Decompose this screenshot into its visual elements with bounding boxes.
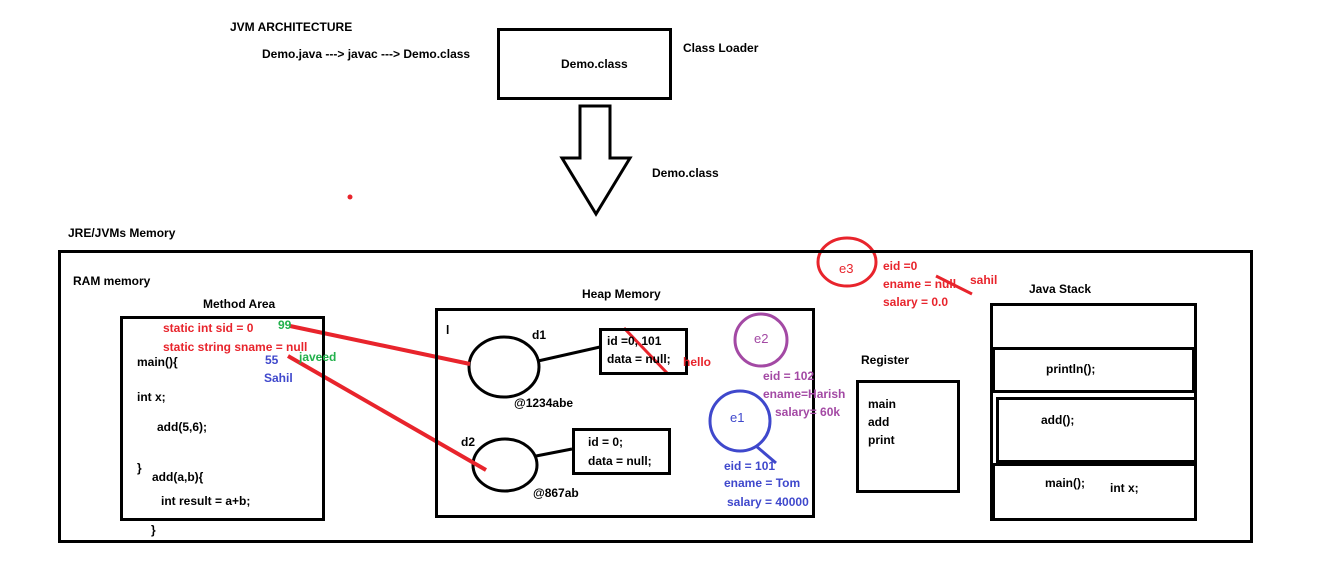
code-line: int result = a+b; <box>161 494 251 508</box>
register-title: Register <box>861 353 910 367</box>
sname-value-55: 55 <box>265 353 279 367</box>
register-item: print <box>868 433 895 447</box>
e1-salary: salary = 40000 <box>727 495 809 509</box>
d1-id-strike <box>622 326 670 376</box>
memory-label: JRE/JVMs Memory <box>68 226 176 240</box>
method-area-title: Method Area <box>203 297 276 311</box>
sid-pointer-line <box>289 324 471 366</box>
static-sname: static string sname = null <box>163 340 308 354</box>
d1-address: @1234abe <box>514 396 574 410</box>
stack-frame-println <box>992 347 1195 393</box>
heap-corner-mark: l <box>446 323 450 337</box>
sname-value-sahil: Sahil <box>264 371 293 385</box>
method-area-box <box>120 316 325 521</box>
class-box <box>497 28 672 100</box>
e3-null-strike <box>935 274 973 296</box>
compile-flow: Demo.java ---> javac ---> Demo.class <box>262 47 471 61</box>
e3-eid: eid =0 <box>883 259 918 273</box>
sname-pointer-line <box>287 354 487 472</box>
e2-eid: eid = 102 <box>763 369 815 383</box>
code-line: add(5,6); <box>157 420 208 434</box>
e3-sahil: sahil <box>970 273 998 287</box>
e3-ename: ename = null <box>883 277 957 291</box>
stack-frame-label: println(); <box>1046 362 1096 376</box>
e2-label: e2 <box>754 331 769 346</box>
d2-address: @867ab <box>533 486 579 500</box>
d1-id: id =0, 101 <box>607 334 661 348</box>
e1-circle <box>708 389 772 453</box>
d1-label: d1 <box>532 328 547 342</box>
register-item: main <box>868 397 897 411</box>
stack-frame-label: main(); <box>1045 476 1085 490</box>
d1-hello: hello <box>683 355 712 369</box>
jvm-memory-box <box>58 250 1253 543</box>
e2-salary: salary= 60k <box>775 405 841 419</box>
e2-circle <box>733 312 789 368</box>
e3-salary: salary = 0.0 <box>883 295 949 309</box>
e1-tail <box>755 444 777 465</box>
d2-reference-ellipse <box>471 437 539 493</box>
register-box <box>856 380 960 493</box>
code-line: } <box>137 461 142 475</box>
e2-ename: ename=Harish <box>763 387 846 401</box>
code-line: main(){ <box>137 355 178 369</box>
down-arrow-icon <box>559 104 633 217</box>
class-loader-label: Class Loader <box>683 41 759 55</box>
d1-object-box <box>599 328 688 375</box>
java-stack-title: Java Stack <box>1029 282 1092 296</box>
ram-label: RAM memory <box>73 274 151 288</box>
d2-label: d2 <box>461 435 476 449</box>
e1-label: e1 <box>730 410 745 425</box>
d2-connector <box>535 447 573 458</box>
stack-frame-main <box>992 463 1197 521</box>
e3-label: e3 <box>839 261 854 276</box>
page-title: JVM ARCHITECTURE <box>230 20 353 34</box>
register-item: add <box>868 415 890 429</box>
stack-frame-label: add(); <box>1041 413 1075 427</box>
sname-value-javeed: javeed <box>299 350 337 364</box>
heap-box <box>435 308 815 518</box>
e1-eid: eid = 101 <box>724 459 776 473</box>
heap-title: Heap Memory <box>582 287 661 301</box>
red-dot <box>347 194 353 200</box>
e1-ename: ename = Tom <box>724 476 801 490</box>
class-box-label: Demo.class <box>561 57 628 71</box>
static-sid: static int sid = 0 <box>163 321 254 335</box>
stack-frame-add <box>996 397 1197 463</box>
d2-object-box <box>572 428 671 475</box>
code-line: int x; <box>137 390 166 404</box>
main-local-var: int x; <box>1110 481 1139 495</box>
d1-id-old: id =0, 101 <box>607 334 662 348</box>
e3-circle <box>816 236 878 288</box>
d1-connector <box>537 345 601 363</box>
code-line: add(a,b){ <box>152 470 204 484</box>
d2-data: data = null; <box>588 454 652 468</box>
d1-reference-ellipse <box>467 335 541 399</box>
d1-data: data = null; <box>607 352 671 366</box>
code-line: } <box>151 523 156 537</box>
d2-id: id = 0; <box>588 435 624 449</box>
sid-value: 99 <box>278 318 292 332</box>
arrow-label: Demo.class <box>652 166 719 180</box>
